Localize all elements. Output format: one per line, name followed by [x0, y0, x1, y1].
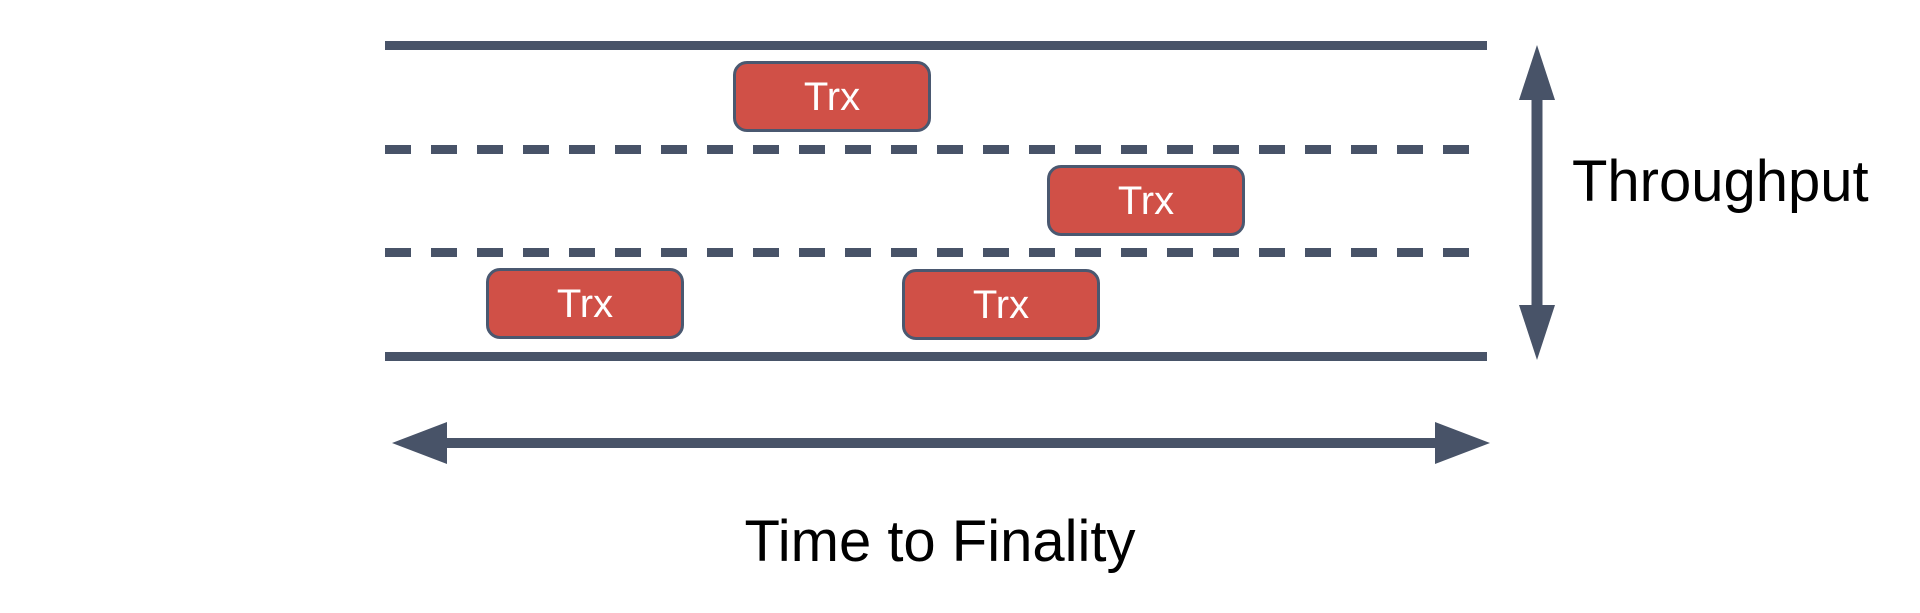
lane-boundary-bottom: [385, 352, 1487, 361]
trx-box-lane1: Trx: [733, 61, 931, 132]
throughput-label: Throughput: [1572, 149, 1869, 214]
trx-label: Trx: [1117, 178, 1175, 223]
throughput-double-arrow-icon: [1519, 45, 1555, 360]
lane-divider-1: [385, 145, 1487, 154]
trx-label: Trx: [972, 282, 1030, 327]
trx-box-lane3-left: Trx: [486, 268, 684, 339]
time-double-arrow-icon: [392, 422, 1490, 464]
trx-box-lane3-right: Trx: [902, 269, 1100, 340]
lane-boundary-top: [385, 41, 1487, 50]
lane-divider-2: [385, 248, 1487, 257]
trx-label: Trx: [803, 74, 861, 119]
trx-box-lane2: Trx: [1047, 165, 1245, 236]
trx-label: Trx: [556, 281, 614, 326]
time-to-finality-label: Time to Finality: [744, 509, 1136, 574]
